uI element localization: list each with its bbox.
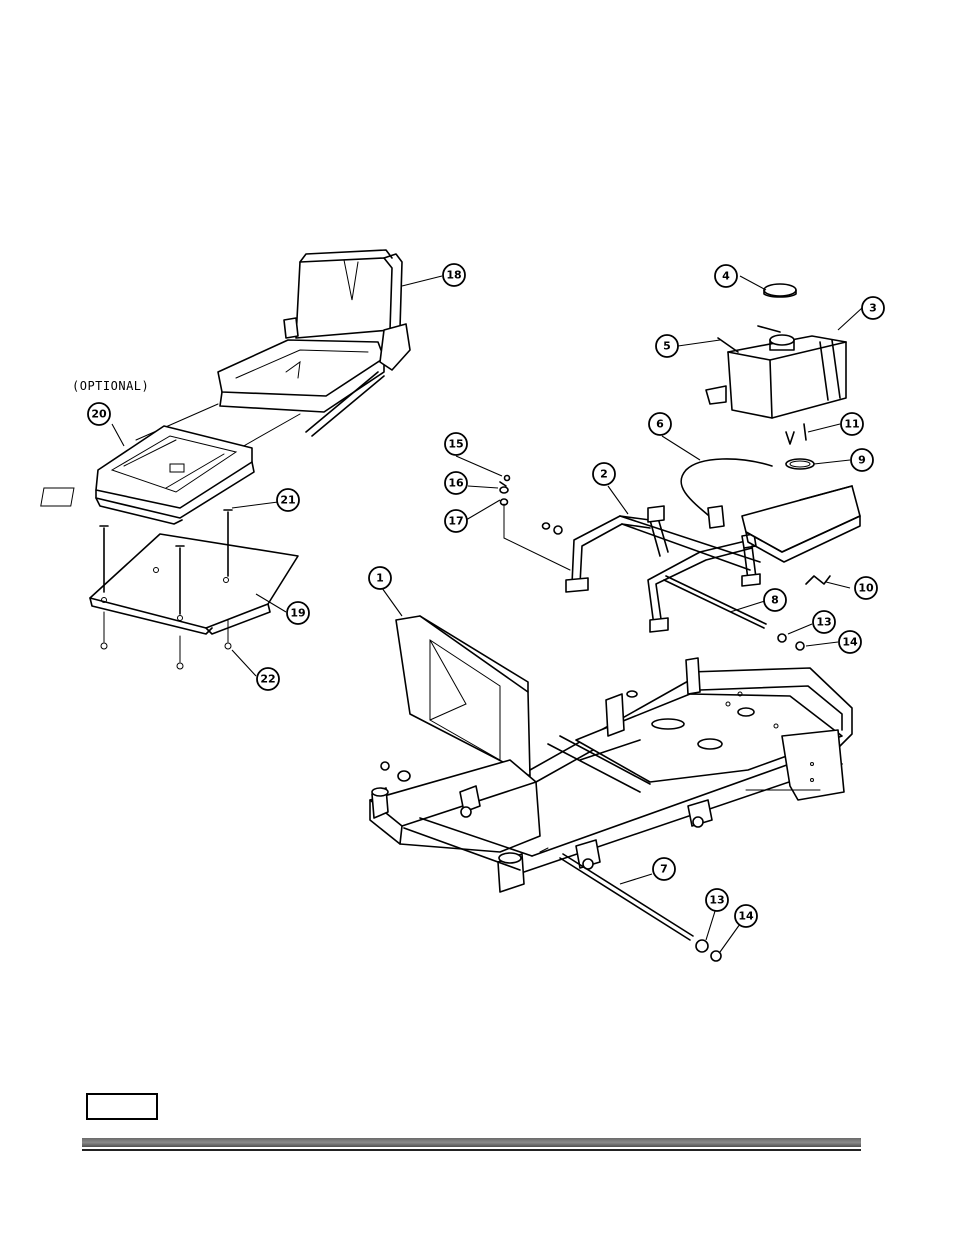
svg-text:16: 16: [448, 477, 464, 490]
callout-20: 20: [87, 402, 111, 426]
svg-text:7: 7: [660, 863, 668, 876]
svg-text:19: 19: [290, 607, 305, 620]
svg-text:17: 17: [448, 515, 463, 528]
seat-assembly: [217, 249, 411, 437]
svg-text:6: 6: [656, 418, 664, 431]
bolt-group-15-17: [499, 474, 571, 571]
svg-text:14: 14: [738, 910, 754, 923]
callout-11: 11: [840, 412, 864, 436]
callout-9: 9: [850, 448, 874, 472]
svg-text:18: 18: [446, 269, 461, 282]
callout-10: 10: [854, 576, 878, 600]
fuel-tank: [705, 325, 847, 419]
rod-7: [559, 857, 691, 941]
callout-22: 22: [256, 667, 280, 691]
svg-text:15: 15: [448, 438, 463, 451]
svg-text:5: 5: [663, 340, 671, 353]
svg-text:8: 8: [771, 594, 779, 607]
svg-text:2: 2: [600, 468, 608, 481]
callout-13-upper: 13: [812, 610, 836, 634]
fitting-11: [785, 431, 795, 445]
callout-1: 1: [368, 566, 392, 590]
svg-text:20: 20: [91, 408, 107, 421]
svg-text:13: 13: [816, 616, 831, 629]
svg-text:21: 21: [280, 494, 295, 507]
callout-14-lower: 14: [734, 904, 758, 928]
svg-text:3: 3: [869, 302, 877, 315]
fuel-cap-4: [763, 283, 797, 297]
svg-text:1: 1: [376, 572, 384, 585]
callout-17: 17: [444, 509, 468, 533]
callout-15: 15: [444, 432, 468, 456]
callout-5: 5: [655, 334, 679, 358]
svg-text:14: 14: [842, 636, 858, 649]
nut-14-lower: [710, 950, 722, 962]
seat-pan: [89, 509, 299, 670]
callout-13-lower: 13: [705, 888, 729, 912]
callout-19: 19: [286, 601, 310, 625]
callout-7: 7: [652, 857, 676, 881]
cable-6: [680, 458, 773, 521]
callout-16: 16: [444, 471, 468, 495]
callout-2: 2: [592, 462, 616, 486]
svg-text:9: 9: [858, 454, 866, 467]
support-bracket: [565, 485, 861, 633]
callout-21: 21: [276, 488, 300, 512]
callout-4: 4: [714, 264, 738, 288]
washer-13-lower: [695, 939, 709, 953]
suspension-cushion: [40, 425, 255, 525]
callout-3: 3: [861, 296, 885, 320]
main-frame: [369, 615, 853, 893]
optional-label: (OPTIONAL): [72, 379, 149, 393]
svg-text:22: 22: [260, 673, 275, 686]
svg-text:10: 10: [858, 582, 874, 595]
callout-18: 18: [442, 263, 466, 287]
callout-14-upper: 14: [838, 630, 862, 654]
leader-lines: [111, 275, 863, 953]
svg-text:11: 11: [844, 418, 859, 431]
svg-text:13: 13: [709, 894, 724, 907]
footer-bar: [82, 1138, 861, 1147]
svg-text:4: 4: [722, 270, 730, 283]
rod-8: [663, 579, 765, 629]
footer-rule: [82, 1149, 861, 1151]
page-number-box: [86, 1093, 158, 1120]
nut-14-upper: [795, 641, 805, 651]
washer-13-upper: [777, 633, 787, 643]
clip-10: [805, 575, 831, 585]
callout-8: 8: [763, 588, 787, 612]
callout-6: 6: [648, 412, 672, 436]
